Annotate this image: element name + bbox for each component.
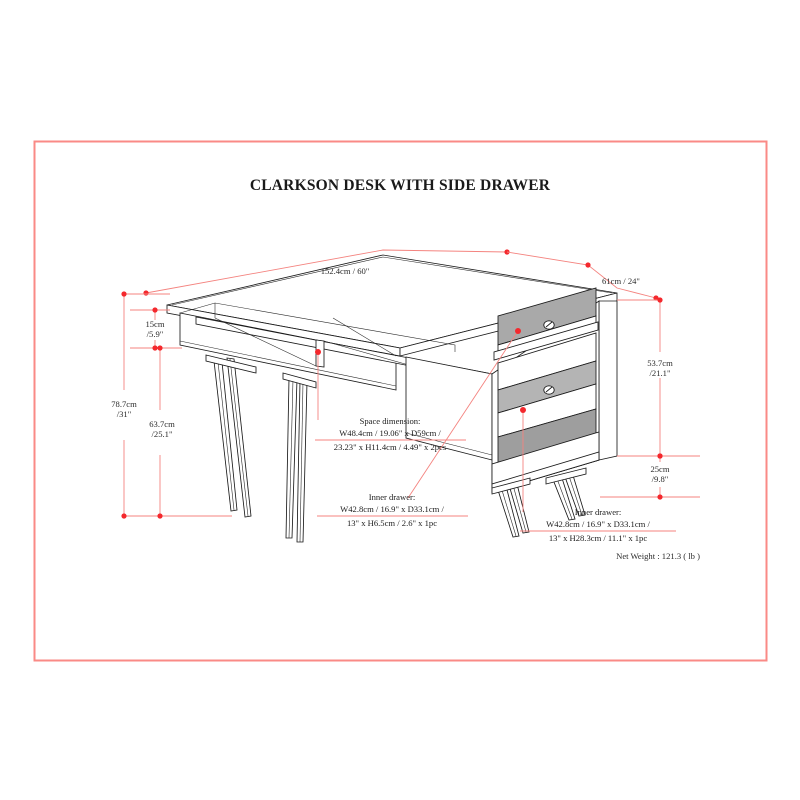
dimlabel-total-2: /31" [117, 409, 132, 419]
dimlabel-leg-2: /9.8" [652, 474, 669, 484]
space-dimension-line1: W48.4cm / 19.06" x D59cm / [339, 428, 441, 438]
dimlabel-apron-2: /5.9" [147, 329, 164, 339]
leg-pedestal-rear-center [555, 475, 573, 520]
drawer-knob-top-slot [545, 321, 553, 328]
shelf-rear-top-rail [179, 302, 456, 352]
leg-pedestal-front-center [500, 486, 517, 537]
dimlabel-leg-1: 25cm [650, 464, 669, 474]
net-weight-label: Net Weight : 121.3 ( lb ) [616, 551, 700, 561]
dimdot-clear-top [157, 345, 163, 351]
dimdot-stack-top [657, 297, 663, 303]
inner-drawer-shallow-heading: Inner drawer: [369, 492, 416, 502]
inner-drawer-deep-line1: W42.8cm / 16.9" x D33.1cm / [546, 519, 650, 529]
desk-top-edge-highlight [171, 256, 613, 306]
dimlabel-depth: 61cm / 24" [602, 276, 640, 286]
pedestal-right-side [598, 300, 618, 461]
callout-inner-drawer-deep: Inner drawer: W42.8cm / 16.9" x D33.1cm … [520, 507, 676, 543]
page-title: CLARKSON DESK WITH SIDE DRAWER [250, 177, 551, 194]
dimlabel-width-top: 152.4cm / 60" [321, 266, 370, 276]
callout-inner-drawer-shallow: Inner drawer: W42.8cm / 16.9" x D33.1cm … [317, 492, 468, 528]
dimdot-depth-b [653, 295, 659, 301]
drawer-knob-second-slot [545, 386, 553, 393]
space-dimension-heading: Space dimension: [360, 416, 421, 426]
cubby-left-diagonal [214, 317, 317, 367]
dimdot-leg-top [657, 453, 663, 459]
dimdot-clear-bottom [157, 513, 163, 519]
leaderdot-inner-drawer-shallow [515, 328, 521, 334]
dimdot-depth-a [585, 262, 591, 268]
inner-drawer-shallow-line1: W42.8cm / 16.9" x D33.1cm / [340, 504, 444, 514]
dimdot-apron-top [152, 307, 158, 313]
leg-bracket-pedestal-rear [545, 467, 587, 485]
leg-mid-left-b [296, 380, 308, 543]
page-border [33, 140, 768, 662]
dimlabel-clear-2: /25.1" [152, 429, 173, 439]
desk-legs [205, 354, 587, 543]
dimdot-apron-bottom [152, 345, 158, 351]
dimline-depth [506, 251, 657, 299]
dimdot-leg-bottom [657, 494, 663, 500]
dimlabel-apron-1: 15cm [145, 319, 164, 329]
space-dimension-line2: 23.23" x H11.4cm / 4.49" x 2pcs [334, 442, 447, 452]
inner-drawer-deep-heading: Inner drawer: [575, 507, 622, 517]
dimlabel-stack-1: 53.7cm [647, 358, 673, 368]
leg-mid-left [285, 377, 298, 539]
drawer-pedestal [491, 287, 618, 493]
dimdot-total-bottom [121, 513, 127, 519]
leg-pedestal-rear-b-center [567, 472, 583, 516]
leg-front-left-b-center [229, 358, 249, 517]
leg-pedestal-front-b-center [512, 484, 527, 533]
dimdot-total-top [121, 291, 127, 297]
callout-space-dimension: Space dimension: W48.4cm / 19.06" x D59c… [315, 416, 466, 452]
leg-mid-left-center [288, 378, 294, 539]
desk-illustration [166, 254, 618, 543]
pedestal-panel-bottom-line [405, 432, 493, 456]
cubby-rear-diagonal [332, 317, 397, 357]
dimdot-width-left [143, 290, 149, 296]
dimension-annotations: 152.4cm / 60" 61cm / 24" 15cm /5.9" 78.7… [111, 249, 700, 519]
leaderdot-inner-drawer-deep [520, 407, 526, 413]
dimlabel-total-1: 78.7cm [111, 399, 137, 409]
leg-bracket-mid [282, 372, 317, 389]
leader-inner-drawer-shallow [407, 330, 519, 499]
inner-drawer-shallow-line2: 13" x H6.5cm / 2.6" x 1pc [347, 518, 437, 528]
leg-front-left-center [217, 361, 235, 511]
leg-mid-left-b-center [299, 381, 304, 543]
dimlabel-clear-1: 63.7cm [149, 419, 175, 429]
apron-rail-line [179, 340, 397, 387]
leaderdot-space-dimension [315, 349, 321, 355]
pedestal-mid-rail [493, 321, 599, 361]
divider-top-line [315, 339, 325, 342]
callout-leaders [315, 328, 526, 512]
inner-drawer-deep-line2: 13" x H28.3cm / 11.1" x 1pc [549, 533, 648, 543]
leg-bracket-pedestal-front [491, 477, 531, 495]
dimline-width-top [145, 249, 508, 294]
dimlabel-stack-2: /21.1" [650, 368, 671, 378]
leg-bracket-left [205, 354, 257, 374]
